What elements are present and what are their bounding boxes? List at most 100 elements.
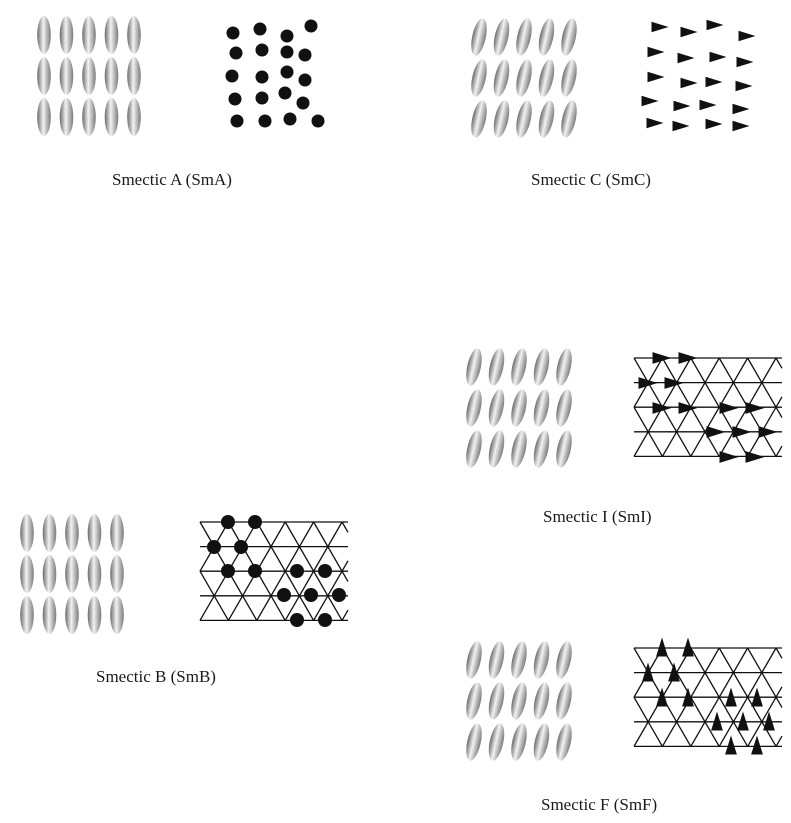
molecule — [468, 99, 489, 139]
lattice-line — [776, 446, 782, 456]
director-triangle — [725, 736, 737, 755]
smf-lattice-directors — [642, 638, 775, 755]
director-triangle — [733, 121, 750, 132]
director-triangle — [647, 118, 664, 129]
position-dot — [248, 564, 262, 578]
molecule — [468, 58, 489, 98]
molecule — [508, 681, 529, 721]
position-dot — [227, 27, 240, 40]
molecule — [468, 17, 489, 57]
molecule — [491, 99, 512, 139]
molecule — [553, 347, 574, 387]
molecule — [553, 722, 574, 762]
director-triangle — [733, 426, 752, 438]
molecule — [536, 58, 557, 98]
smc-molecule-layers — [468, 17, 579, 139]
molecule — [37, 16, 51, 54]
smc-top-view-directors — [642, 20, 756, 132]
molecule — [531, 388, 552, 428]
molecule — [491, 58, 512, 98]
position-dot — [299, 74, 312, 87]
lattice-line — [342, 610, 348, 620]
director-triangle — [682, 638, 694, 657]
molecule — [463, 640, 484, 680]
position-dot — [281, 30, 294, 43]
caption-smectic-c: Smectic C (SmC) — [531, 170, 651, 190]
position-dot — [277, 588, 291, 602]
position-dot — [221, 515, 235, 529]
molecule — [486, 388, 507, 428]
lattice-line — [748, 648, 782, 708]
molecule — [88, 514, 102, 552]
director-triangle — [733, 104, 750, 115]
caption-smectic-a: Smectic A (SmA) — [112, 170, 232, 190]
position-dot — [256, 71, 269, 84]
position-dot — [290, 613, 304, 627]
molecule — [463, 388, 484, 428]
molecule — [463, 347, 484, 387]
molecule — [558, 58, 579, 98]
molecule — [82, 16, 96, 54]
position-dot — [304, 588, 318, 602]
molecule — [513, 58, 534, 98]
director-triangle — [678, 53, 695, 64]
smi-molecule-layers — [463, 347, 574, 469]
molecule — [127, 57, 141, 95]
lattice-line — [342, 522, 348, 532]
molecule — [43, 514, 57, 552]
director-triangle — [707, 20, 724, 31]
molecule — [531, 722, 552, 762]
director-triangle — [642, 96, 659, 107]
molecule — [553, 681, 574, 721]
sma-molecule-layers — [37, 16, 141, 136]
molecule — [43, 596, 57, 634]
molecule — [65, 596, 79, 634]
director-triangle — [653, 352, 672, 364]
position-dot — [256, 92, 269, 105]
position-dot — [207, 540, 221, 554]
smb-molecule-layers — [20, 514, 124, 634]
director-triangle — [720, 402, 739, 414]
molecule — [513, 17, 534, 57]
molecule — [508, 722, 529, 762]
molecule — [105, 16, 119, 54]
molecule — [486, 640, 507, 680]
director-triangle — [681, 78, 698, 89]
position-dot — [229, 93, 242, 106]
director-triangle — [736, 81, 753, 92]
molecule — [486, 429, 507, 469]
sma-top-view-positions — [226, 20, 325, 128]
position-dot — [230, 47, 243, 60]
position-dot — [284, 113, 297, 126]
lattice-line — [776, 648, 782, 658]
position-dot — [231, 115, 244, 128]
lattice-line — [748, 687, 782, 747]
molecule — [558, 17, 579, 57]
director-triangle — [681, 27, 698, 38]
director-triangle — [653, 402, 672, 414]
position-dot — [281, 46, 294, 59]
position-dot — [290, 564, 304, 578]
lattice-line — [776, 736, 782, 746]
director-triangle — [759, 426, 778, 438]
caption-smectic-f: Smectic F (SmF) — [541, 795, 657, 815]
molecule — [82, 57, 96, 95]
molecule — [553, 388, 574, 428]
director-triangle — [710, 52, 727, 63]
smf-molecule-layers — [463, 640, 574, 762]
director-triangle — [648, 72, 665, 83]
molecule — [110, 555, 124, 593]
molecule — [105, 57, 119, 95]
molecule — [43, 555, 57, 593]
molecule — [127, 98, 141, 136]
position-dot — [332, 588, 346, 602]
molecule — [20, 596, 34, 634]
director-triangle — [639, 377, 658, 389]
molecule — [60, 57, 74, 95]
position-dot — [259, 115, 272, 128]
molecule — [463, 722, 484, 762]
molecule — [531, 640, 552, 680]
molecule — [508, 640, 529, 680]
director-triangle — [706, 119, 723, 130]
position-dot — [281, 66, 294, 79]
